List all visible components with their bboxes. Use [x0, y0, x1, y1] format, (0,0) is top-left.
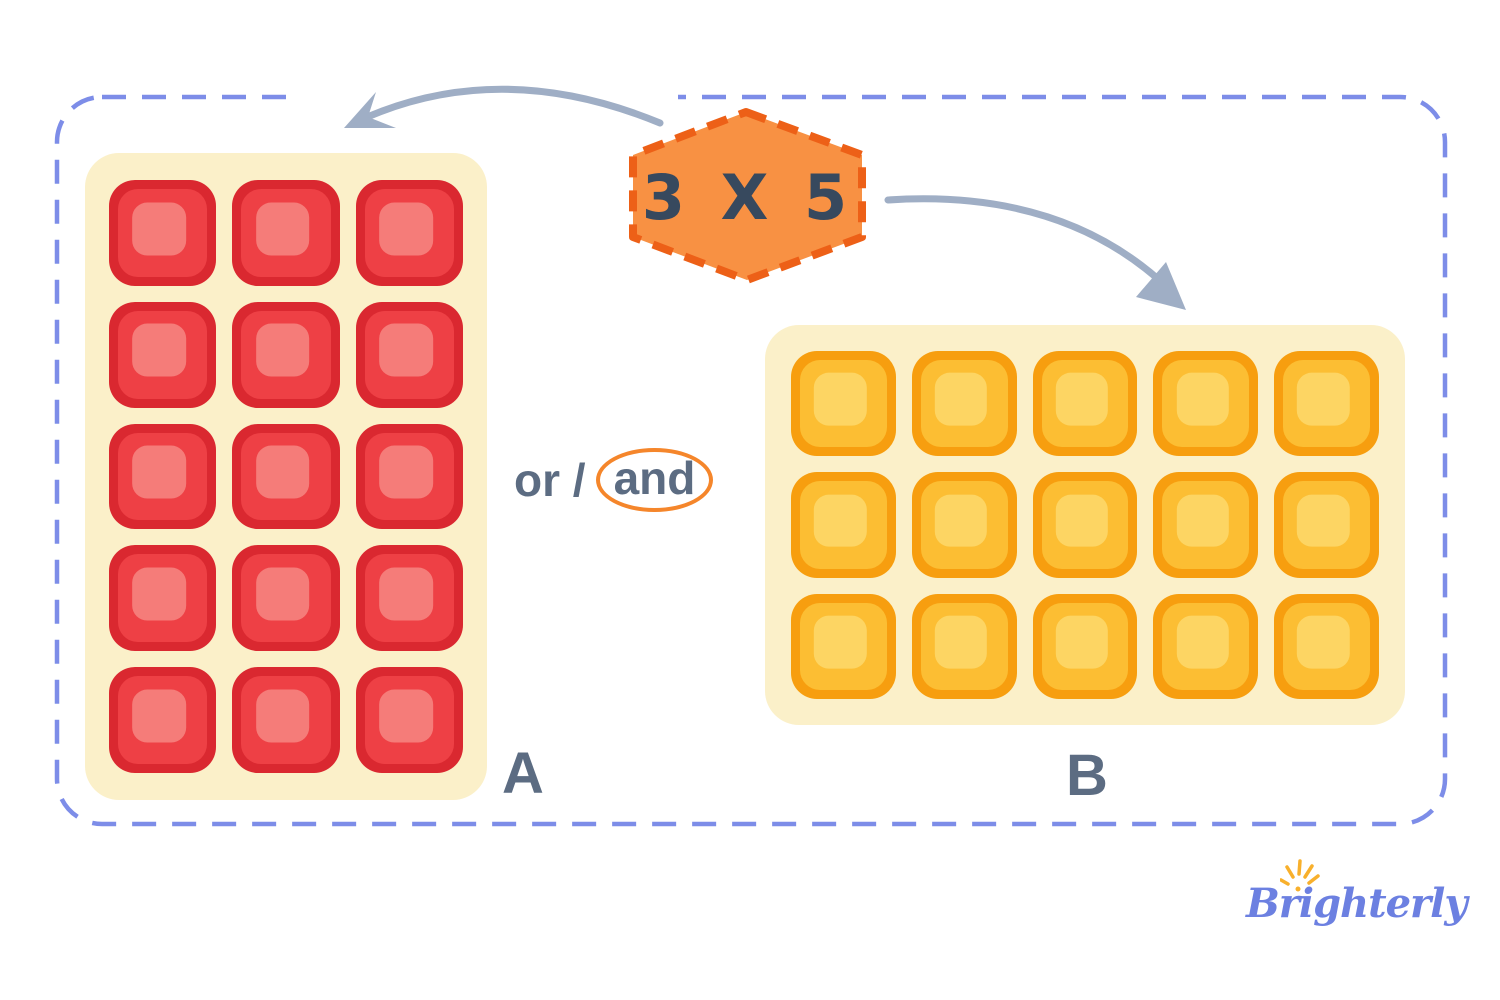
- brand-logo-text: Brighterly: [1246, 880, 1468, 927]
- hexagon-shape: [629, 108, 866, 284]
- yellow-tile: [1153, 351, 1259, 457]
- red-tile: [355, 180, 463, 286]
- arrow-to-a: [344, 85, 664, 128]
- red-tile: [232, 423, 340, 530]
- yellow-tile: [1032, 351, 1138, 457]
- array-b-panel: [765, 325, 1405, 725]
- yellow-tile: [911, 351, 1017, 457]
- red-tile: [109, 545, 217, 652]
- red-tile: [355, 423, 463, 530]
- expression-label: 3 X 5: [642, 161, 854, 234]
- red-tile: [355, 545, 463, 652]
- red-tile: [232, 667, 340, 773]
- expression-badge: 3 X 5: [629, 108, 866, 284]
- yellow-tile: [1153, 472, 1259, 578]
- array-b-label: B: [1066, 743, 1109, 808]
- array-a-label: A: [502, 741, 545, 806]
- boundary-gap: [296, 85, 678, 104]
- yellow-tile: [791, 472, 896, 578]
- yellow-tile: [911, 472, 1017, 578]
- yellow-tile: [1153, 593, 1259, 699]
- arrow-to-b: [884, 195, 1186, 310]
- yellow-tile: [791, 351, 896, 457]
- red-tile: [109, 423, 217, 530]
- yellow-tile: [1032, 593, 1138, 699]
- red-tile: [355, 667, 463, 773]
- and-label-circled: and: [595, 447, 714, 513]
- brand-logo: Brighterly: [1246, 859, 1476, 960]
- red-tile: [355, 301, 463, 408]
- red-tile: [232, 180, 340, 286]
- connector-text: or / and: [514, 444, 714, 516]
- yellow-tile: [791, 593, 896, 699]
- yellow-tile: [1274, 351, 1379, 457]
- red-tile: [232, 545, 340, 652]
- red-tile: [232, 301, 340, 408]
- red-tile: [109, 301, 217, 408]
- yellow-tile: [1274, 472, 1379, 578]
- red-tile: [109, 180, 217, 286]
- array-a-panel: [85, 153, 487, 800]
- red-tile: [109, 667, 217, 773]
- yellow-tile: [1032, 472, 1138, 578]
- or-label: or /: [514, 454, 586, 506]
- yellow-tile: [911, 593, 1017, 699]
- sun-icon: [1280, 859, 1320, 892]
- yellow-tile: [1274, 593, 1379, 699]
